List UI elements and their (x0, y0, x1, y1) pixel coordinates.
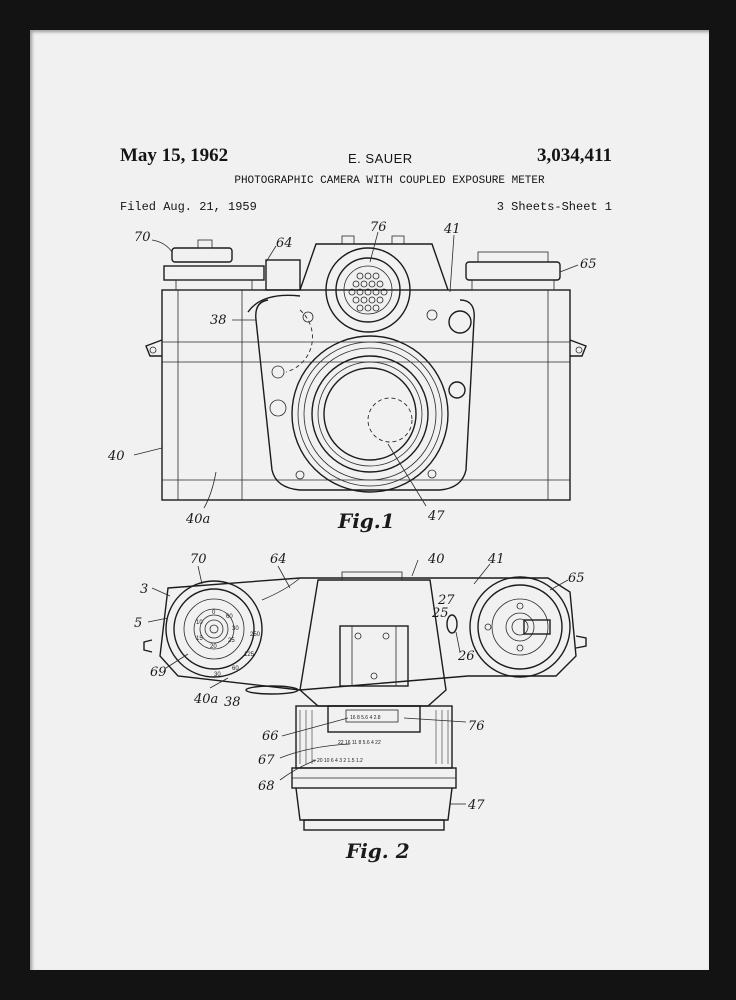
svg-text:27: 27 (437, 593, 455, 608)
svg-text:10: 10 (196, 620, 203, 626)
svg-text:69: 69 (150, 665, 167, 680)
svg-text:70: 70 (190, 552, 207, 567)
svg-text:38: 38 (210, 313, 227, 328)
svg-text:41: 41 (443, 222, 461, 237)
svg-text:25: 25 (431, 606, 449, 621)
svg-text:65: 65 (580, 257, 597, 272)
svg-text:47: 47 (467, 798, 485, 813)
filed-date: Filed Aug. 21, 1959 (120, 200, 257, 214)
svg-text:60: 60 (232, 666, 239, 672)
fig-2-caption: Fig. 2 (345, 839, 410, 863)
patent-date: May 15, 1962 (120, 145, 229, 166)
svg-text:64: 64 (276, 236, 293, 251)
svg-text:76: 76 (468, 719, 485, 734)
svg-text:250: 250 (250, 632, 261, 638)
svg-text:60: 60 (226, 614, 233, 620)
svg-text:38: 38 (224, 695, 241, 710)
svg-text:16 8 5.6 4 2.8: 16 8 5.6 4 2.8 (350, 715, 381, 721)
svg-text:41: 41 (487, 552, 505, 567)
fig-1-caption: Fig.1 (337, 509, 395, 533)
svg-text:68: 68 (258, 779, 275, 794)
svg-text:40a: 40a (185, 512, 210, 527)
svg-text:22 16 11 8 5.6 4 22: 22 16 11 8 5.6 4 22 (338, 740, 381, 746)
svg-text:20: 20 (210, 644, 217, 650)
svg-text:67: 67 (258, 753, 275, 768)
svg-text:0: 0 (212, 610, 216, 616)
svg-text:5: 5 (134, 616, 142, 631)
svg-text:40: 40 (107, 449, 125, 464)
svg-text:25: 25 (228, 638, 235, 644)
inventor-name: E. SAUER (348, 151, 413, 166)
patent-sheet: May 15, 1962 E. SAUER 3,034,411 PHOTOGRA… (30, 30, 709, 970)
svg-text:47: 47 (427, 509, 445, 524)
sheet-count: 3 Sheets-Sheet 1 (496, 200, 612, 214)
svg-text:66: 66 (262, 729, 279, 744)
svg-text:∞ 20 10 6 4 3 2 1.5 1.2: ∞ 20 10 6 4 3 2 1.5 1.2 (312, 758, 363, 764)
label-70: 70 (134, 230, 151, 245)
svg-text:125: 125 (244, 652, 255, 658)
svg-text:30: 30 (214, 672, 221, 678)
figure-1-camera-front: 70 64 76 41 65 38 40 40a 47 Fig.1 (107, 220, 597, 533)
svg-text:15: 15 (196, 636, 203, 642)
patent-number: 3,034,411 (537, 145, 612, 166)
svg-text:76: 76 (370, 220, 387, 235)
svg-text:3: 3 (140, 582, 148, 597)
svg-text:64: 64 (270, 552, 287, 567)
patent-title: PHOTOGRAPHIC CAMERA WITH COUPLED EXPOSUR… (234, 175, 545, 187)
svg-text:26: 26 (457, 649, 475, 664)
svg-text:40: 40 (427, 552, 445, 567)
svg-text:40a: 40a (193, 692, 218, 707)
svg-text:30: 30 (232, 626, 239, 632)
svg-text:65: 65 (568, 571, 585, 586)
